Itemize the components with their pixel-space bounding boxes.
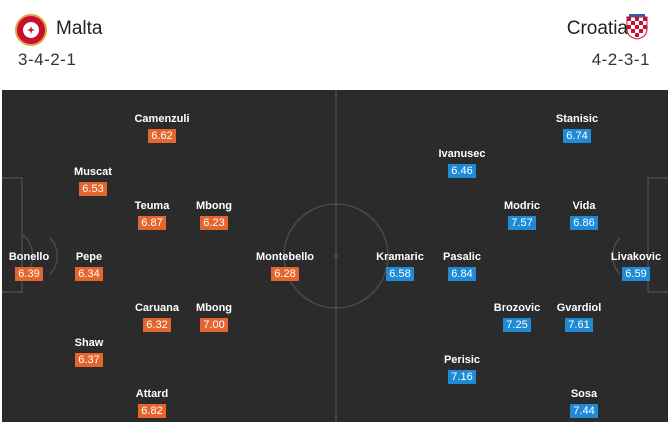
player-name: Pepe bbox=[75, 251, 103, 263]
player-card[interactable]: Pasalic 6.84 bbox=[417, 250, 507, 282]
player-rating: 7.57 bbox=[508, 216, 536, 230]
player-rating: 6.23 bbox=[200, 216, 228, 230]
player-name: Kramaric bbox=[376, 251, 424, 263]
player-rating: 7.61 bbox=[565, 318, 593, 332]
player-name: Perisic bbox=[443, 354, 481, 366]
player-card[interactable]: Livakovic 6.59 bbox=[591, 250, 668, 282]
player-rating: 6.28 bbox=[271, 267, 299, 281]
player-rating: 6.62 bbox=[148, 129, 176, 143]
player-rating: 7.25 bbox=[503, 318, 531, 332]
match-header: Malta 3-4-2-1 Croatia 4-2-3-1 bbox=[0, 0, 668, 90]
player-card[interactable]: Mbong 6.23 bbox=[169, 199, 259, 231]
player-rating: 6.84 bbox=[448, 267, 476, 281]
player-card[interactable]: Sosa 7.44 bbox=[539, 387, 629, 419]
player-card[interactable]: Brozovic 7.25 bbox=[472, 301, 562, 333]
player-rating: 6.46 bbox=[448, 164, 476, 178]
player-name: Attard bbox=[135, 388, 169, 400]
pitch-markings bbox=[2, 90, 668, 422]
player-name: Gvardiol bbox=[556, 302, 602, 314]
player-card[interactable]: Vida 6.86 bbox=[539, 199, 629, 231]
player-name: Sosa bbox=[570, 388, 598, 400]
player-rating: 6.87 bbox=[138, 216, 166, 230]
player-name: Montebello bbox=[255, 251, 315, 263]
player-card[interactable]: Kramaric 6.58 bbox=[355, 250, 445, 282]
away-team-name[interactable]: Croatia bbox=[566, 18, 628, 39]
player-rating: 6.58 bbox=[386, 267, 414, 281]
pitch: Bonello 6.39 Muscat 6.53 Pepe 6.34 Shaw … bbox=[2, 90, 668, 422]
player-rating: 6.37 bbox=[75, 353, 103, 367]
player-card[interactable]: Teuma 6.87 bbox=[107, 199, 197, 231]
player-card[interactable]: Muscat 6.53 bbox=[48, 165, 138, 197]
player-rating: 6.59 bbox=[622, 267, 650, 281]
player-rating: 7.00 bbox=[200, 318, 228, 332]
malta-crest-icon bbox=[15, 14, 47, 46]
player-name: Pasalic bbox=[443, 251, 481, 263]
player-name: Teuma bbox=[134, 200, 170, 212]
player-name: Livakovic bbox=[610, 251, 662, 263]
player-name: Bonello bbox=[8, 251, 50, 263]
home-team-name[interactable]: Malta bbox=[56, 18, 103, 39]
player-rating: 6.86 bbox=[570, 216, 598, 230]
player-rating: 6.34 bbox=[75, 267, 103, 281]
player-card[interactable]: Pepe 6.34 bbox=[44, 250, 134, 282]
player-card[interactable]: Ivanusec 6.46 bbox=[417, 147, 507, 179]
player-card[interactable]: Modric 7.57 bbox=[477, 199, 567, 231]
player-name: Muscat bbox=[74, 166, 112, 178]
player-card[interactable]: Shaw 6.37 bbox=[44, 336, 134, 368]
player-rating: 6.82 bbox=[138, 404, 166, 418]
player-card[interactable]: Attard 6.82 bbox=[107, 387, 197, 419]
player-card[interactable]: Mbong 7.00 bbox=[169, 301, 259, 333]
player-rating: 7.16 bbox=[448, 370, 476, 384]
player-name: Ivanusec bbox=[438, 148, 486, 160]
player-name: Modric bbox=[503, 200, 541, 212]
player-card[interactable]: Bonello 6.39 bbox=[2, 250, 74, 282]
player-name: Stanisic bbox=[555, 113, 599, 125]
croatia-crest-icon bbox=[626, 14, 648, 40]
player-name: Caruana bbox=[134, 302, 180, 314]
player-rating: 7.44 bbox=[570, 404, 598, 418]
player-name: Camenzuli bbox=[134, 113, 190, 125]
player-card[interactable]: Camenzuli 6.62 bbox=[117, 112, 207, 144]
player-rating: 6.39 bbox=[15, 267, 43, 281]
player-card[interactable]: Caruana 6.32 bbox=[112, 301, 202, 333]
player-rating: 6.32 bbox=[143, 318, 171, 332]
player-card[interactable]: Gvardiol 7.61 bbox=[534, 301, 624, 333]
player-name: Brozovic bbox=[493, 302, 541, 314]
player-rating: 6.74 bbox=[563, 129, 591, 143]
player-name: Shaw bbox=[74, 337, 104, 349]
player-name: Mbong bbox=[195, 200, 233, 212]
player-card[interactable]: Stanisic 6.74 bbox=[532, 112, 622, 144]
player-name: Vida bbox=[572, 200, 596, 212]
player-name: Mbong bbox=[195, 302, 233, 314]
player-card[interactable]: Perisic 7.16 bbox=[417, 353, 507, 385]
away-formation: 4-2-3-1 bbox=[591, 50, 650, 69]
player-rating: 6.53 bbox=[79, 182, 107, 196]
player-card[interactable]: Montebello 6.28 bbox=[240, 250, 330, 282]
home-formation: 3-4-2-1 bbox=[18, 50, 77, 69]
